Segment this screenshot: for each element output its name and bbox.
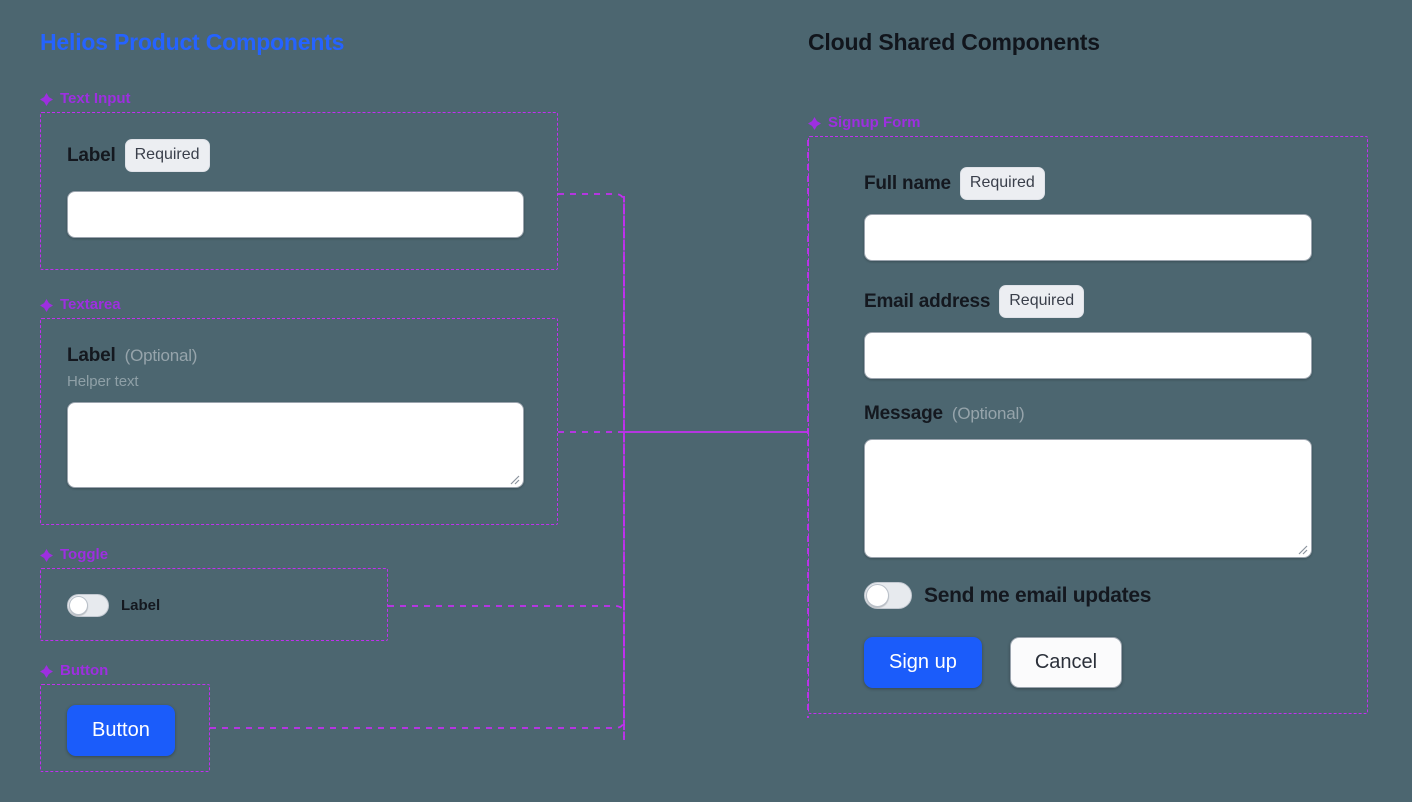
diamond-icon xyxy=(40,548,53,562)
section-label-signup-form: Signup Form xyxy=(808,114,1368,132)
required-badge: Required xyxy=(999,285,1085,318)
section-label-button: Button xyxy=(40,662,210,680)
sign-up-button[interactable]: Sign up xyxy=(864,637,982,688)
textarea-field[interactable] xyxy=(67,402,524,488)
left-panel: Helios Product Components xyxy=(40,28,660,56)
demo-button[interactable]: Button xyxy=(67,705,175,756)
message-label-row: Message (Optional) xyxy=(864,403,1312,425)
toggle-knob xyxy=(69,596,88,615)
textarea-label-row: Label (Optional) xyxy=(67,345,531,367)
resize-grip-icon[interactable] xyxy=(506,471,520,485)
toggle-label: Label xyxy=(121,597,161,614)
email-label-row: Email address Required xyxy=(864,285,1312,318)
textarea-helper-text: Helper text xyxy=(67,373,139,390)
full-name-input[interactable] xyxy=(864,214,1312,261)
signup-form-dashed-container: Full name Required Email address Require… xyxy=(808,136,1368,714)
section-label-text: Signup Form xyxy=(828,114,921,131)
diamond-icon xyxy=(40,92,53,106)
message-optional-tag: (Optional) xyxy=(951,404,1025,423)
right-panel-title: Cloud Shared Components xyxy=(808,29,1100,55)
resize-grip-icon[interactable] xyxy=(1294,541,1308,555)
section-toggle: Toggle Label xyxy=(40,546,388,641)
message-textarea[interactable] xyxy=(864,439,1312,558)
section-label-toggle: Toggle xyxy=(40,546,388,564)
text-input-label-row: Label Required xyxy=(67,139,531,172)
section-label-text: Textarea xyxy=(60,296,121,313)
connector-toggle xyxy=(388,605,625,682)
section-label-text-input: Text Input xyxy=(40,90,558,108)
left-panel-title: Helios Product Components xyxy=(40,29,345,55)
diamond-icon xyxy=(808,116,821,130)
toggle-switch[interactable] xyxy=(67,594,109,617)
toggle-dashed-container: Label xyxy=(40,568,388,641)
section-label-text: Toggle xyxy=(60,546,109,563)
email-label: Email address xyxy=(864,290,991,312)
connector-text-input xyxy=(558,193,625,740)
required-badge: Required xyxy=(959,167,1045,200)
textarea-label: Label xyxy=(67,345,116,366)
full-name-label-row: Full name Required xyxy=(864,167,1312,200)
section-label-text: Button xyxy=(60,662,109,679)
diamond-icon xyxy=(40,298,53,312)
message-label: Message xyxy=(864,403,943,424)
section-text-input: Text Input Label Required xyxy=(40,90,558,270)
signup-actions: Sign up Cancel xyxy=(864,637,1312,688)
email-input[interactable] xyxy=(864,332,1312,379)
toggle-row: Label xyxy=(67,594,361,617)
section-signup-form: Signup Form Full name Required Email add… xyxy=(808,114,1368,714)
email-updates-toggle[interactable] xyxy=(864,582,912,609)
diamond-icon xyxy=(40,664,53,678)
text-input-label: Label xyxy=(67,144,116,166)
textarea-dashed-container: Label (Optional) Helper text xyxy=(40,318,558,525)
right-panel: Cloud Shared Components xyxy=(808,28,1378,56)
section-textarea: Textarea Label (Optional) Helper text xyxy=(40,296,558,525)
section-button: Button Button xyxy=(40,662,210,772)
toggle-knob xyxy=(866,584,889,607)
email-updates-label: Send me email updates xyxy=(924,583,1152,607)
section-label-textarea: Textarea xyxy=(40,296,558,314)
text-input-field[interactable] xyxy=(67,191,524,238)
text-input-dashed-container: Label Required xyxy=(40,112,558,270)
button-dashed-container: Button xyxy=(40,684,210,772)
cancel-button[interactable]: Cancel xyxy=(1009,637,1123,688)
required-badge: Required xyxy=(124,139,210,172)
email-updates-toggle-row: Send me email updates xyxy=(864,582,1312,609)
section-label-text: Text Input xyxy=(60,90,131,107)
full-name-label: Full name xyxy=(864,172,951,194)
textarea-optional-tag: (Optional) xyxy=(124,346,198,365)
